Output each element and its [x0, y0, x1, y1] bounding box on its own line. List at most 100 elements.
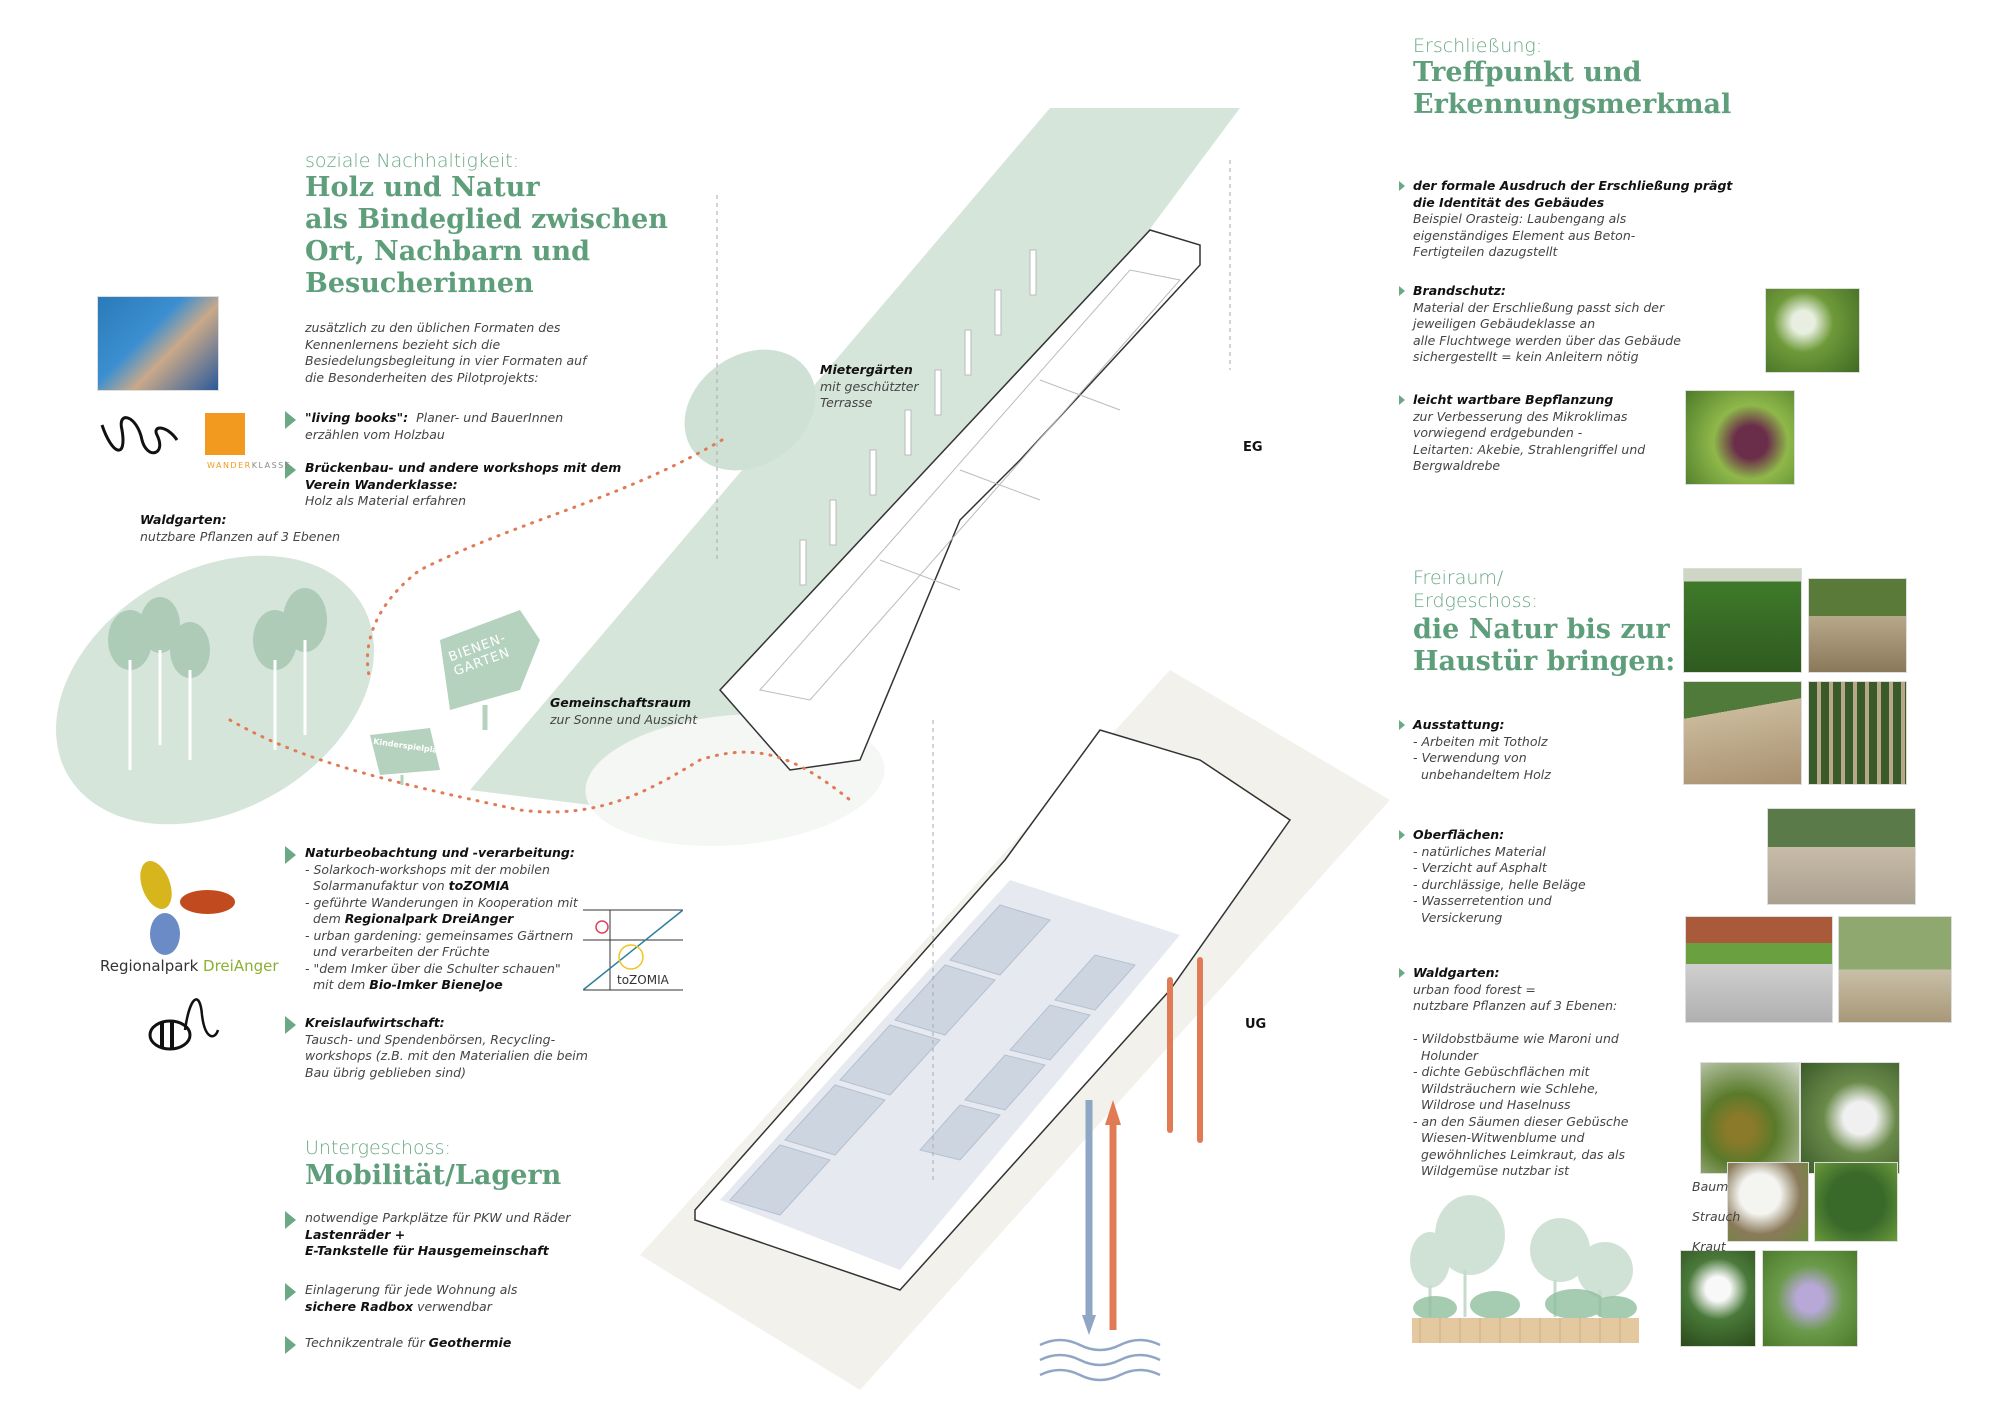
item-text: unbehandeltem Holz [1413, 766, 1551, 782]
item-text: - Verwendung von [1413, 750, 1527, 765]
item-text: Tausch- und Spendenbörsen, Recycling- [305, 1031, 556, 1047]
intro-line: Besiedelungsbegleitung in vier Formaten … [305, 353, 587, 368]
item-text: Bergwaldrebe [1413, 458, 1501, 473]
headline-line: Haustür bringen: [1413, 646, 1676, 677]
geothermie-item: Technikzentrale für Geothermie [285, 1335, 512, 1354]
living-books-item: "living books": Planer- und BauerInnen e… [285, 410, 564, 443]
item-title: Lastenräder + [305, 1226, 406, 1242]
headline-line: Besucherinnen [305, 268, 534, 299]
item-title: Geothermie [428, 1335, 512, 1350]
item-title: der formale Ausdruch der Erschließung pr… [1413, 178, 1733, 193]
bullet-arrow-icon [1399, 830, 1405, 840]
eg-floor-label: EG [1243, 440, 1263, 455]
regionalpark-logo: Regionalpark DreiAnger [100, 855, 279, 975]
food-forest-section [1410, 1195, 1639, 1343]
item-title: Oberflächen: [1413, 827, 1505, 842]
kinderspielplatz-sign [370, 728, 440, 785]
item-text: Planer- und BauerInnen [416, 410, 564, 425]
access-item-identity: der formale Ausdruch der Erschließung pr… [1399, 178, 1733, 261]
bienejoe-logo [140, 985, 220, 1065]
social-kicker: soziale Nachhaltigkeit: [305, 150, 520, 172]
photo-holzsteg [1808, 681, 1907, 785]
item-text: eigenständiges Element aus Beton- [1413, 227, 1636, 243]
headline-line: Ort, Nachbarn und [305, 236, 591, 267]
tozomia-logo: toZOMIA [582, 905, 684, 995]
bullet-arrow-icon [1399, 968, 1405, 978]
item-title: Naturbeobachtung und -verarbeitung: [305, 845, 575, 860]
item-text: zur Verbesserung des Mikroklimas [1413, 408, 1628, 424]
item-text: Versickerung [1413, 909, 1503, 925]
photo-trittsteine [1838, 916, 1952, 1023]
layer-label-kraut: Kraut [1692, 1239, 1726, 1254]
item-text: - Wildobstbäume wie Maroni und [1413, 1031, 1619, 1046]
item-text: - Verzicht auf Asphalt [1413, 860, 1547, 875]
openspace-item-waldgarten: Waldgarten: urban food forest = nutzbare… [1399, 965, 1629, 1180]
item-text: - Wasserretention und [1413, 893, 1552, 908]
photo-totholz [1683, 568, 1802, 673]
item-text: - an den Säumen dieser Gebüsche [1413, 1113, 1629, 1129]
bee-icon [148, 998, 220, 1051]
headline-line: Erkennungsmerkmal [1413, 89, 1732, 120]
item-text: nutzbare Pflanzen auf 3 Ebenen: [1413, 998, 1618, 1013]
item-title: Verein Wanderklasse: [305, 476, 458, 492]
access-item-brandschutz: Brandschutz: Material der Erschließung p… [1399, 283, 1681, 366]
bullet-arrow-icon [285, 846, 296, 864]
item-text: Beispiel Orasteig: Laubengang als [1413, 211, 1627, 226]
groundwater-waves [1039, 1338, 1161, 1382]
item-text: workshops (z.B. mit den Materialien die … [305, 1048, 588, 1063]
item-title: Kreislaufwirtschaft: [305, 1015, 445, 1030]
ug-building [694, 729, 1292, 1291]
bullet-arrow-icon [285, 1211, 296, 1229]
item-text: und verarbeiten der Früchte [305, 944, 490, 959]
wanderklasse-swirl-icon [100, 416, 179, 454]
item-text: gewöhnliches Leimkraut, das als [1413, 1146, 1626, 1162]
item-text: Holz als Material erfahren [305, 493, 466, 508]
item-title: leicht wartbare Bepflanzung [1413, 392, 1614, 407]
petal-red [180, 890, 235, 914]
item-text: - Arbeiten mit Totholz [1413, 733, 1548, 749]
item-text: - durchlässige, helle Beläge [1413, 876, 1586, 892]
photo-holztisch [1808, 578, 1907, 673]
item-text [1413, 1015, 1629, 1032]
label-title: Mietergärten [820, 362, 913, 377]
partner-name: Regionalpark DreiAnger [344, 911, 514, 926]
photo-baum-maroni [1700, 1062, 1800, 1174]
item-text: Wiesen-Witwenblume und [1413, 1130, 1585, 1145]
petal-yellow [134, 856, 178, 914]
item-text: vorwiegend erdgebunden - [1413, 425, 1583, 440]
waldgarten-area [56, 555, 374, 825]
item-text: - urban gardening: gemeinsames Gärtnern [305, 927, 574, 943]
waldgarten-label: Waldgarten: nutzbare Pflanzen auf 3 Eben… [140, 512, 340, 545]
waldgarten-title: Waldgarten: [140, 512, 227, 527]
underground-headline: Mobilität/Lagern [305, 1160, 562, 1191]
intro-line: Kennenlernens bezieht sich die [305, 336, 501, 352]
item-text: - geführte Wanderungen in Kooperation mi… [305, 894, 578, 910]
naturbeobachtung-item: Naturbeobachtung und -verarbeitung: - So… [285, 845, 578, 994]
headline-line: als Bindeglied zwischen [305, 204, 668, 235]
workshop-photo [97, 296, 219, 391]
item-text: Einlagerung für jede Wohnung als [305, 1282, 518, 1297]
access-item-bepflanzung: leicht wartbare Bepflanzung zur Verbesse… [1399, 392, 1645, 475]
bullet-arrow-icon [285, 411, 296, 429]
openspace-item-ausstattung: Ausstattung: - Arbeiten mit Totholz - Ve… [1399, 717, 1551, 783]
workshops-item: Brückenbau- und andere workshops mit dem… [285, 460, 622, 510]
headline-line: die Natur bis zur [1413, 614, 1670, 645]
item-title: Brückenbau- und andere workshops mit dem [305, 460, 622, 475]
logo-text: KLASSE [251, 461, 292, 470]
gemeinschaftsraum-label: Gemeinschaftsraum zur Sonne und Aussicht [550, 695, 697, 728]
item-title: Waldgarten: [1413, 965, 1500, 980]
item-text: - natürliches Material [1413, 843, 1546, 859]
logo-text: WANDER [207, 461, 252, 470]
plant-photo-akebie [1765, 288, 1860, 373]
label-text: mit geschützter [820, 378, 919, 394]
item-text: alle Fluchtwege werden über das Gebäude [1413, 332, 1681, 348]
item-text: Bau übrig geblieben sind) [305, 1064, 466, 1080]
item-text: erzählen vom Holzbau [305, 426, 445, 442]
openspace-kicker: Freiraum/ Erdgeschoss: [1413, 567, 1538, 613]
access-headline: Treffpunkt und Erkennungsmerkmal [1413, 57, 1731, 121]
photo-holzbank [1683, 681, 1802, 785]
item-text: Fertigteilen dazugstellt [1413, 244, 1558, 259]
bullet-arrow-icon [285, 1016, 296, 1034]
item-title: "living books": [305, 410, 409, 425]
item-text: - Solarkoch-workshops mit der mobilen [305, 861, 550, 877]
